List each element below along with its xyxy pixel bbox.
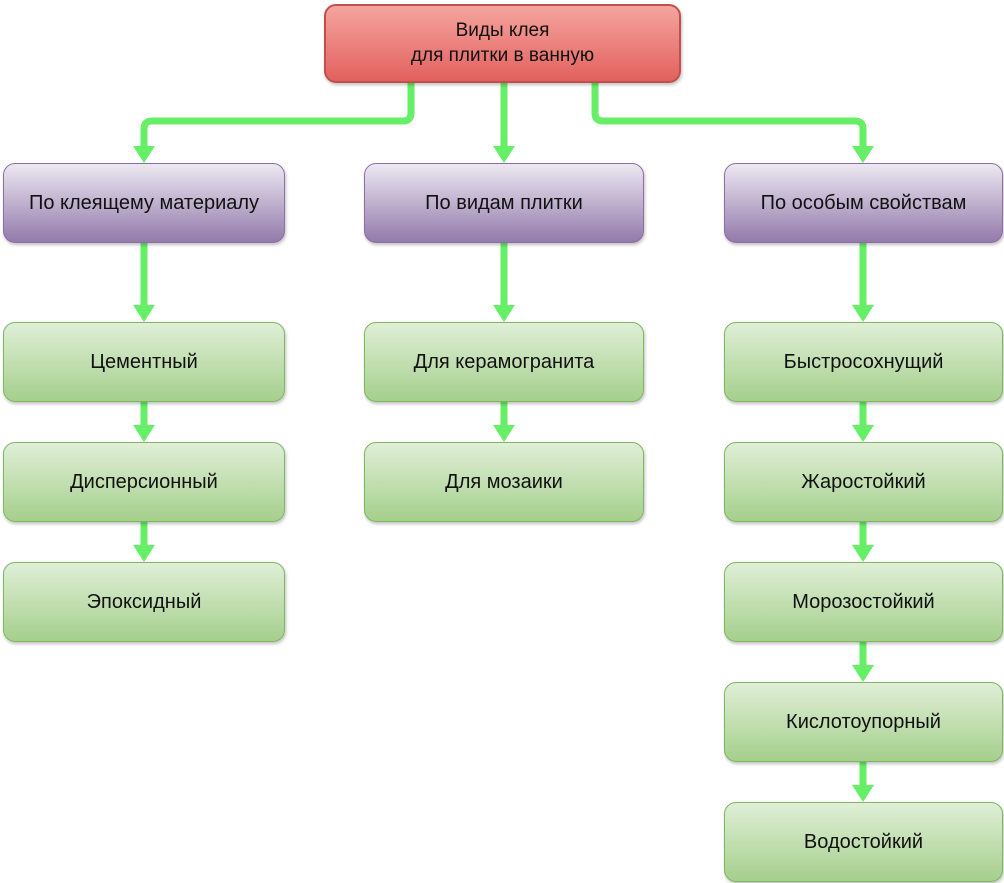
- root-box: Виды клея для плитки в ванную: [324, 4, 681, 83]
- item-label: Дисперсионный: [70, 471, 218, 493]
- category-box-adhesive-material: По клеящему материалу: [3, 163, 285, 243]
- item-box-fast-drying: Быстросохнущий: [724, 322, 1003, 402]
- category-label: По клеящему материалу: [28, 192, 260, 214]
- item-label: Водостойкий: [803, 831, 924, 853]
- item-box-epoxy: Эпоксидный: [3, 562, 285, 642]
- category-box-special-properties: По особым свойствам: [724, 163, 1003, 243]
- item-label: Эпоксидный: [86, 591, 202, 613]
- root-label-line1: Виды клея: [455, 19, 550, 41]
- item-box-water-resistant: Водостойкий: [724, 802, 1003, 882]
- item-label: Цементный: [90, 351, 198, 373]
- item-box-acid-resistant: Кислотоупорный: [724, 682, 1003, 762]
- item-label: Морозостойкий: [792, 591, 935, 613]
- category-label: По видам плитки: [425, 192, 583, 214]
- item-box-mosaic: Для мозаики: [364, 442, 644, 522]
- category-box-tile-type: По видам плитки: [364, 163, 644, 243]
- item-box-heat-resistant: Жаростойкий: [724, 442, 1003, 522]
- item-box-cement: Цементный: [3, 322, 285, 402]
- root-label-line2: для плитки в ванную: [410, 44, 595, 66]
- item-label: Для мозаики: [445, 471, 563, 493]
- item-box-dispersion: Дисперсионный: [3, 442, 285, 522]
- category-label: По особым свойствам: [760, 192, 967, 214]
- item-box-frost-resistant: Морозостойкий: [724, 562, 1003, 642]
- item-label: Кислотоупорный: [786, 711, 941, 733]
- item-label: Быстросохнущий: [783, 351, 944, 373]
- item-box-porcelain-tile: Для керамогранита: [364, 322, 644, 402]
- item-label: Жаростойкий: [801, 471, 926, 493]
- item-label: Для керамогранита: [413, 351, 595, 373]
